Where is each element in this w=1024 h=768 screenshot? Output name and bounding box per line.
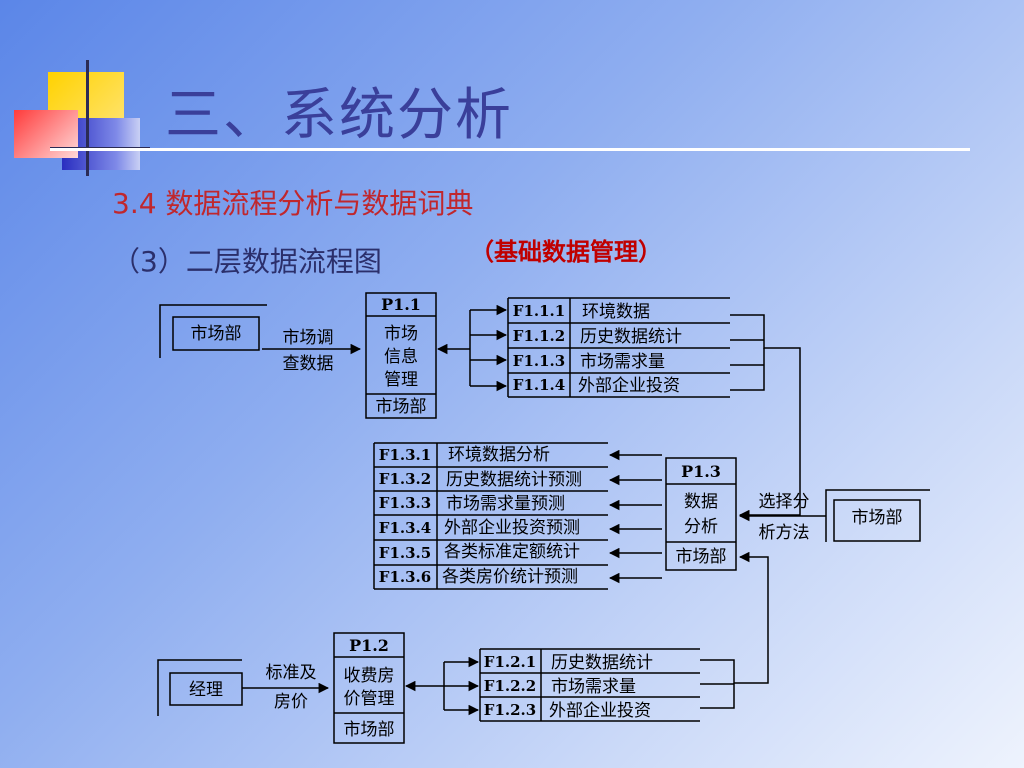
data-store-f1-1-3: F1.1.3 市场需求量: [513, 352, 665, 372]
svg-text:P1.2: P1.2: [349, 636, 389, 655]
svg-text:市场调: 市场调: [283, 328, 334, 348]
svg-text:市场部: 市场部: [852, 508, 903, 528]
svg-text:经理: 经理: [189, 680, 223, 700]
flow-label-choose-method: 选择分 析方法: [759, 492, 810, 543]
data-store-f1-2-3: F1.2.3 外部企业投资: [484, 701, 651, 721]
data-store-f1-2-1: F1.2.1 历史数据统计: [484, 653, 653, 673]
data-store-f1-3-1: F1.3.1 环境数据分析: [379, 445, 550, 465]
svg-text:F1.1.4: F1.1.4: [513, 376, 565, 394]
svg-text:外部企业投资: 外部企业投资: [578, 376, 680, 396]
data-store-f1-3-6: F1.3.6 各类房价统计预测: [379, 567, 578, 587]
svg-text:F1.2.3: F1.2.3: [484, 701, 536, 719]
svg-text:房价: 房价: [274, 692, 308, 712]
svg-text:价管理: 价管理: [344, 689, 395, 709]
process-p1-1: P1.1 市场 信息 管理 市场部: [365, 292, 437, 419]
data-store-f1-3-5: F1.3.5 各类标准定额统计: [379, 542, 580, 562]
decor-vertical-rule: [86, 60, 89, 176]
slide-title: 三、系统分析: [165, 83, 513, 148]
data-store-f1-1-1: F1.1.1 环境数据: [513, 302, 650, 322]
svg-text:市场需求量: 市场需求量: [580, 352, 665, 372]
svg-text:F1.3.5: F1.3.5: [379, 544, 431, 562]
entity-market-dept-1: 市场部: [159, 304, 267, 358]
svg-text:信息: 信息: [384, 347, 418, 367]
svg-text:F1.1.1: F1.1.1: [513, 302, 565, 320]
svg-text:F1.3.1: F1.3.1: [379, 446, 431, 464]
svg-text:数据: 数据: [684, 492, 718, 512]
data-store-group-f1-1: F1.1.1 环境数据 F1.1.2 历史数据统计 F1.1.3 市场需求量 F1.1…: [507, 297, 730, 398]
entity-label: 市场部: [191, 324, 242, 344]
svg-text:各类标准定额统计: 各类标准定额统计: [444, 542, 580, 562]
svg-text:P1.1: P1.1: [381, 295, 421, 314]
data-store-f1-3-4: F1.3.4 外部企业投资预测: [379, 518, 580, 538]
data-store-f1-2-2: F1.2.2 市场需求量: [484, 677, 636, 697]
data-store-f1-3-2: F1.3.2 历史数据统计预测: [379, 470, 582, 490]
svg-text:收费房: 收费房: [344, 666, 395, 686]
section-heading: 3.4 数据流程分析与数据词典: [112, 187, 474, 220]
svg-text:F1.1.3: F1.1.3: [513, 352, 565, 370]
svg-text:市场: 市场: [384, 324, 418, 344]
svg-text:市场部: 市场部: [676, 547, 727, 567]
subsection-note: （基础数据管理）: [470, 238, 662, 266]
flow-label-market-survey: 市场调 查数据: [283, 328, 334, 374]
svg-text:F1.2.1: F1.2.1: [484, 653, 536, 671]
flow-label-standard-price: 标准及 房价: [266, 663, 317, 712]
svg-text:环境数据: 环境数据: [582, 302, 650, 322]
svg-text:F1.2.2: F1.2.2: [484, 677, 536, 695]
process-p1-3: P1.3 数据 分析 市场部: [665, 457, 737, 571]
svg-text:标准及: 标准及: [266, 663, 317, 683]
svg-text:F1.3.4: F1.3.4: [379, 519, 431, 537]
process-p1-2: P1.2 收费房 价管理 市场部: [333, 632, 405, 744]
svg-text:选择分: 选择分: [759, 492, 810, 512]
svg-text:F1.3.2: F1.3.2: [379, 470, 431, 488]
svg-text:析方法: 析方法: [759, 523, 810, 543]
svg-text:F1.3.3: F1.3.3: [379, 494, 431, 512]
svg-text:外部企业投资预测: 外部企业投资预测: [444, 518, 580, 538]
svg-text:市场部: 市场部: [344, 720, 395, 740]
svg-text:分析: 分析: [684, 517, 718, 537]
svg-text:历史数据统计: 历史数据统计: [580, 327, 682, 347]
svg-text:各类房价统计预测: 各类房价统计预测: [442, 567, 578, 587]
data-store-group-f1-2: F1.2.1 历史数据统计 F1.2.2 市场需求量 F1.2.3 外部企业投资: [479, 648, 700, 722]
subsection-heading: （3）二层数据流程图: [112, 245, 382, 278]
entity-market-dept-2: 市场部: [825, 489, 930, 542]
svg-text:环境数据分析: 环境数据分析: [448, 445, 550, 465]
entity-manager: 经理: [157, 659, 243, 716]
svg-text:外部企业投资: 外部企业投资: [549, 701, 651, 721]
data-store-f1-1-4: F1.1.4 外部企业投资: [513, 376, 680, 396]
data-store-f1-1-2: F1.1.2 历史数据统计: [513, 327, 682, 347]
svg-text:市场部: 市场部: [376, 397, 427, 417]
svg-text:市场需求量预测: 市场需求量预测: [446, 494, 565, 514]
data-store-group-f1-3: F1.3.1 环境数据分析 F1.3.2 历史数据统计预测 F1.3.3 市场需求量预…: [373, 442, 608, 590]
title-underline: [50, 148, 970, 151]
svg-text:F1.3.6: F1.3.6: [379, 568, 431, 586]
svg-text:查数据: 查数据: [283, 354, 334, 374]
data-store-f1-3-3: F1.3.3 市场需求量预测: [379, 494, 565, 514]
svg-text:历史数据统计: 历史数据统计: [551, 653, 653, 673]
svg-text:历史数据统计预测: 历史数据统计预测: [446, 470, 582, 490]
svg-text:管理: 管理: [384, 370, 418, 390]
svg-text:市场需求量: 市场需求量: [551, 677, 636, 697]
svg-text:F1.1.2: F1.1.2: [513, 327, 565, 345]
svg-text:P1.3: P1.3: [681, 462, 721, 481]
